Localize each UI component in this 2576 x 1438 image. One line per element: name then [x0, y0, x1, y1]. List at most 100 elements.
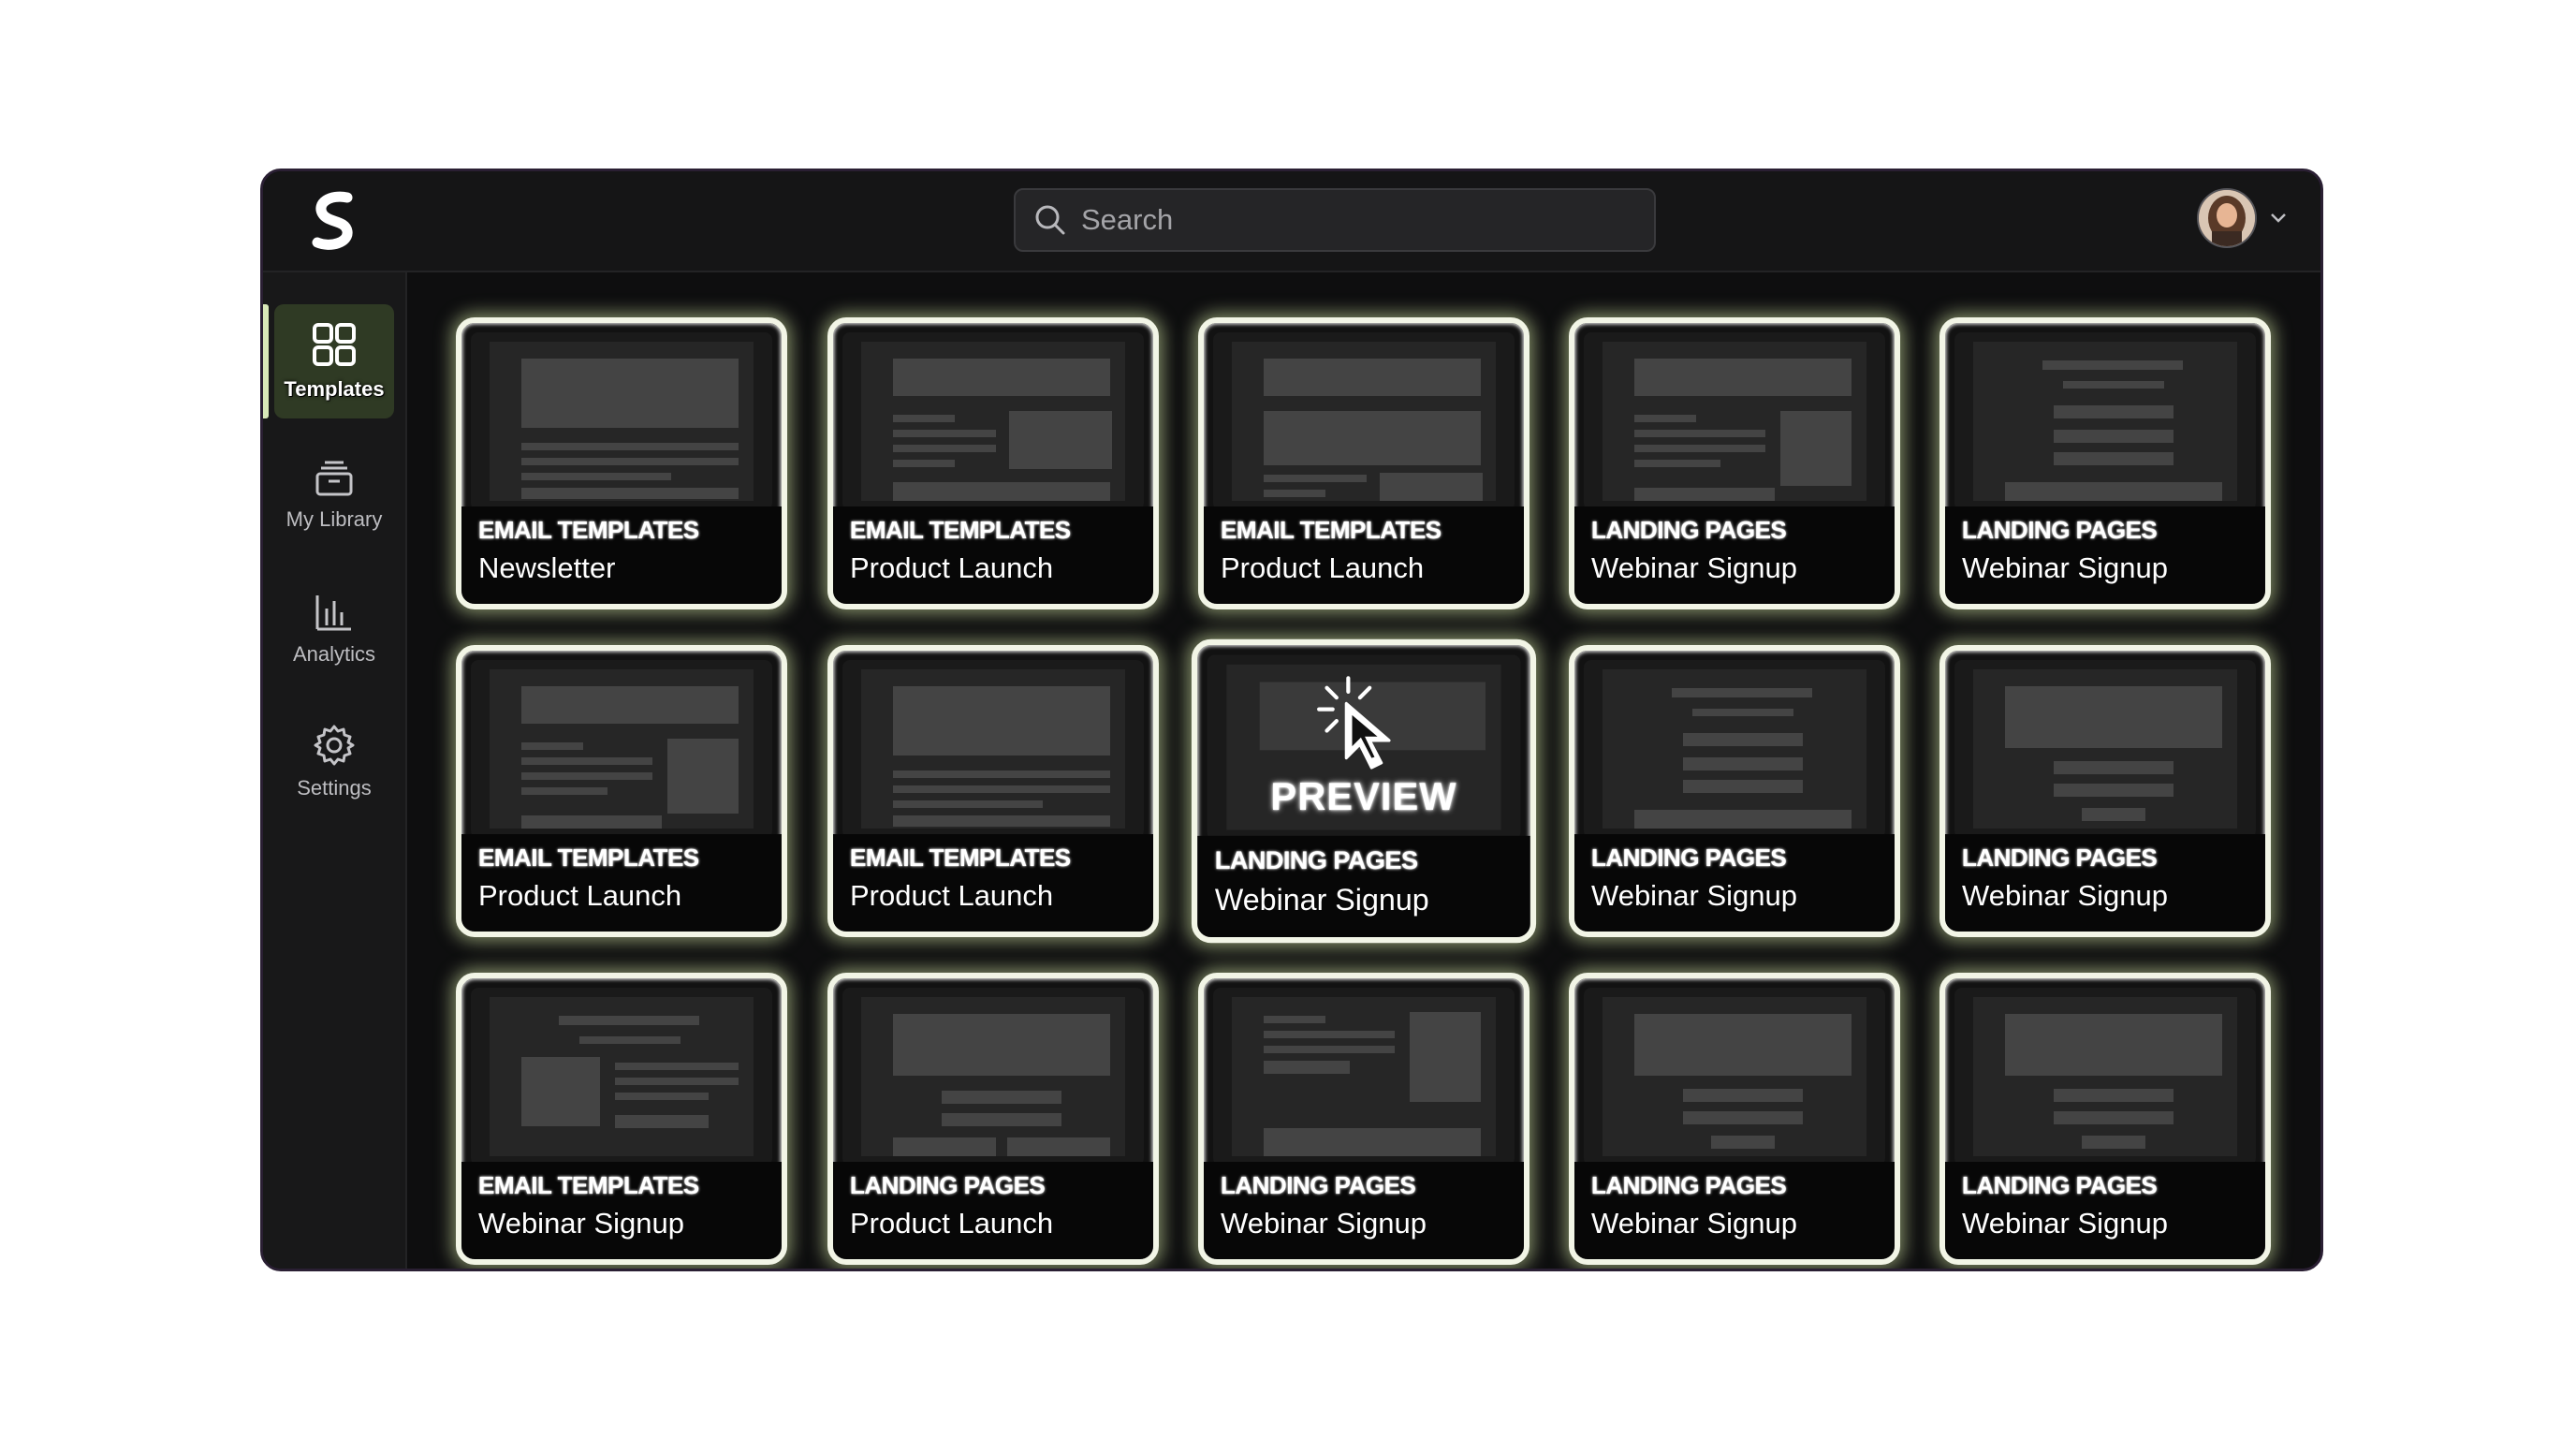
template-name: Webinar Signup	[1962, 551, 2169, 584]
sidebar-item-label: My Library	[285, 507, 383, 531]
bar-chart-icon	[315, 595, 351, 631]
template-card[interactable]: LANDING PAGES Webinar Signup	[1569, 973, 1900, 1265]
template-name: Webinar Signup	[478, 1207, 685, 1240]
search-icon	[1035, 205, 1065, 235]
template-thumbnail	[1584, 332, 1885, 510]
template-name: Product Launch	[1221, 551, 1425, 584]
template-card[interactable]: LANDING PAGES Webinar Signup	[1939, 645, 2271, 937]
template-caption: LANDING PAGES Webinar Signup	[1574, 506, 1895, 604]
template-thumbnail	[1213, 988, 1515, 1166]
sidebar-item-analytics[interactable]: Analytics	[274, 572, 394, 686]
template-card[interactable]: EMAIL TEMPLATES Newsletter	[456, 317, 787, 609]
sidebar-item-my-library[interactable]: My Library	[274, 437, 394, 551]
sidebar-item-label: Settings	[297, 776, 372, 800]
template-name: Webinar Signup	[1962, 1207, 2169, 1240]
chevron-down-icon[interactable]	[2270, 213, 2287, 224]
sidebar-item-templates[interactable]: Templates	[274, 304, 394, 418]
template-card[interactable]: EMAIL TEMPLATES Product Launch	[1198, 317, 1530, 609]
template-category: EMAIL TEMPLATES	[1221, 516, 1442, 544]
template-category: EMAIL TEMPLATES	[850, 516, 1071, 544]
template-caption: EMAIL TEMPLATES Product Launch	[833, 834, 1153, 932]
template-name: Newsletter	[478, 551, 616, 584]
template-card[interactable]: LANDING PAGES Webinar Signup	[1939, 973, 2271, 1265]
template-caption: LANDING PAGES Webinar Signup	[1945, 1162, 2265, 1259]
template-category: LANDING PAGES	[1591, 844, 1787, 872]
template-category: EMAIL TEMPLATES	[478, 844, 699, 872]
template-name: Product Launch	[850, 879, 1054, 912]
template-thumbnail	[1954, 660, 2256, 838]
template-thumbnail	[842, 988, 1144, 1166]
gear-icon	[314, 725, 355, 766]
template-name: Product Launch	[850, 551, 1054, 584]
template-category: LANDING PAGES	[1962, 844, 2158, 872]
sidebar-item-label: Templates	[284, 377, 385, 401]
user-menu[interactable]	[2197, 188, 2287, 248]
search-input[interactable]	[1079, 202, 1607, 238]
template-category: LANDING PAGES	[1962, 1171, 2158, 1199]
sidebar-item-label: Analytics	[292, 642, 376, 666]
template-name: Product Launch	[850, 1207, 1054, 1240]
search-bar[interactable]	[1014, 188, 1656, 252]
template-card[interactable]: LANDING PAGES Product Launch	[827, 973, 1159, 1265]
grid-icon	[313, 323, 356, 366]
template-card[interactable]: EMAIL TEMPLATES Webinar Signup	[456, 973, 787, 1265]
avatar[interactable]	[2197, 188, 2257, 248]
template-thumbnail	[1584, 660, 1885, 838]
active-indicator	[263, 304, 269, 418]
template-caption: LANDING PAGES Webinar Signup	[1945, 506, 2265, 604]
template-name: Webinar Signup	[1591, 879, 1798, 912]
template-category: EMAIL TEMPLATES	[850, 844, 1071, 872]
template-caption: LANDING PAGES Webinar Signup	[1574, 834, 1895, 932]
template-name: Webinar Signup	[1221, 1207, 1427, 1240]
template-caption: LANDING PAGES Webinar Signup	[1574, 1162, 1895, 1259]
template-category: EMAIL TEMPLATES	[478, 1171, 699, 1199]
template-caption: EMAIL TEMPLATES Webinar Signup	[461, 1162, 782, 1259]
template-caption: LANDING PAGES Product Launch	[833, 1162, 1153, 1259]
template-name: Product Launch	[478, 879, 682, 912]
template-thumbnail	[1954, 988, 2256, 1166]
template-card[interactable]: LANDING PAGES Webinar Signup	[1939, 317, 2271, 609]
template-category: LANDING PAGES	[1221, 1171, 1416, 1199]
template-category: LANDING PAGES	[1962, 516, 2158, 544]
template-thumbnail	[471, 332, 772, 510]
template-caption: EMAIL TEMPLATES Product Launch	[1204, 506, 1524, 604]
sidebar: Templates My Library Analytics	[263, 272, 407, 1269]
template-thumbnail	[471, 660, 772, 838]
app-logo[interactable]	[302, 188, 368, 254]
template-category: LANDING PAGES	[1591, 516, 1787, 544]
cursor-click-icon	[1317, 675, 1391, 770]
preview-label: PREVIEW	[1270, 774, 1457, 818]
template-thumbnail	[1954, 332, 2256, 510]
template-thumbnail	[471, 988, 772, 1166]
preview-overlay[interactable]: PREVIEW	[1197, 659, 1530, 834]
template-name: Webinar Signup	[1591, 551, 1798, 584]
template-caption: EMAIL TEMPLATES Newsletter	[461, 506, 782, 604]
sidebar-item-settings[interactable]: Settings	[274, 705, 394, 819]
app-window: Templates My Library Analytics	[260, 169, 2323, 1271]
template-card[interactable]: LANDING PAGES Webinar Signup	[1198, 973, 1530, 1265]
template-category: LANDING PAGES	[850, 1171, 1046, 1199]
library-icon	[315, 461, 353, 496]
top-bar	[263, 171, 2320, 272]
template-thumbnail	[1584, 988, 1885, 1166]
template-thumbnail	[842, 332, 1144, 510]
template-caption: EMAIL TEMPLATES Product Launch	[833, 506, 1153, 604]
template-card[interactable]: EMAIL TEMPLATES Product Launch	[456, 645, 787, 937]
template-name: Webinar Signup	[1591, 1207, 1798, 1240]
template-card[interactable]: EMAIL TEMPLATES Product Launch	[827, 645, 1159, 937]
template-card[interactable]: LANDING PAGES Webinar Signup	[1569, 317, 1900, 609]
template-category: EMAIL TEMPLATES	[478, 516, 699, 544]
template-category: LANDING PAGES	[1591, 1171, 1787, 1199]
template-card[interactable]: LANDING PAGES Webinar Signup	[1569, 645, 1900, 937]
template-name: Webinar Signup	[1214, 882, 1429, 917]
template-card-hovered[interactable]: PREVIEW LANDING PAGES Webinar Signup	[1191, 638, 1537, 944]
template-caption: LANDING PAGES Webinar Signup	[1945, 834, 2265, 932]
template-thumbnail	[1213, 332, 1515, 510]
template-caption: EMAIL TEMPLATES Product Launch	[461, 834, 782, 932]
template-caption: LANDING PAGES Webinar Signup	[1204, 1162, 1524, 1259]
template-category: LANDING PAGES	[1214, 845, 1418, 875]
template-caption: LANDING PAGES Webinar Signup	[1197, 835, 1530, 937]
template-name: Webinar Signup	[1962, 879, 2169, 912]
template-card[interactable]: EMAIL TEMPLATES Product Launch	[827, 317, 1159, 609]
template-thumbnail	[842, 660, 1144, 838]
